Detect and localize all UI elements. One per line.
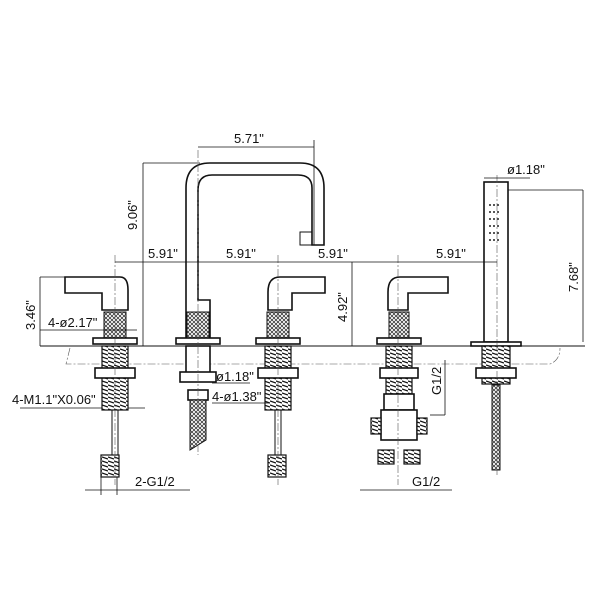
dim-handle-height: 3.46" (23, 300, 38, 330)
hand-shower (470, 181, 522, 471)
dim-spout-height: 9.06" (125, 200, 140, 230)
centerlines (114, 150, 498, 485)
dim-spacing-1: 5.91" (148, 246, 178, 261)
dim-handshower-height: 7.68" (566, 262, 581, 292)
dim-spout-height-deck: 4.92" (335, 292, 350, 322)
dim-spacing-4: 5.91" (436, 246, 466, 261)
left-handle (64, 276, 138, 478)
dim-hole-diameter: 4-ø1.38" (212, 389, 262, 404)
dim-spacing-3: 5.91" (318, 246, 348, 261)
dim-handshower-diameter: ø1.18" (507, 162, 545, 177)
dim-base-diameter: 4-ø2.17" (48, 315, 98, 330)
dimension-lines (20, 140, 584, 495)
diverter-handle (370, 276, 449, 465)
dim-diverter-thread: G1/2 (429, 367, 444, 395)
right-handle-1 (255, 276, 326, 478)
dim-spacing-2: 5.91" (226, 246, 256, 261)
dim-diverter-outlet: G1/2 (412, 474, 440, 489)
dim-spout-reach: 5.71" (234, 131, 264, 146)
dim-inlet: 2-G1/2 (135, 474, 175, 489)
dim-shank-thread: 4-M1.1"X0.06" (12, 392, 96, 407)
dim-spout-shank: ø1.18" (216, 369, 254, 384)
